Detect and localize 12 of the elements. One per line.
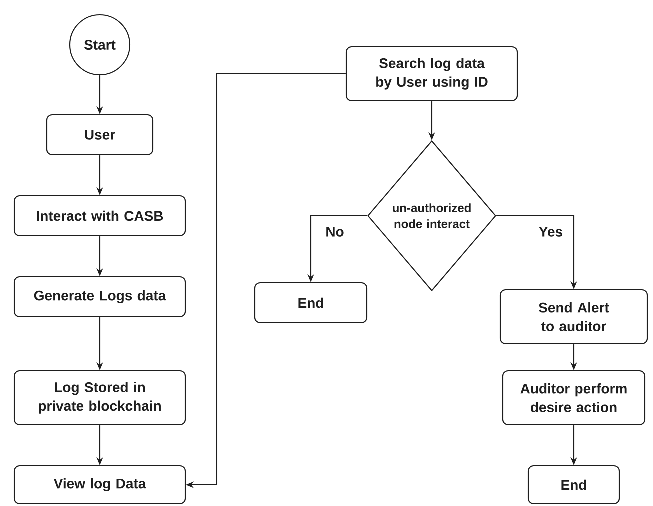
- process-box: Search log data by User using ID: [346, 46, 518, 102]
- process-box: Log Stored in private blockchain: [14, 370, 186, 426]
- process-box: User: [46, 114, 154, 156]
- edge-label: No: [324, 226, 346, 238]
- process-box: Generate Logs data: [14, 276, 186, 318]
- process-box: Auditor perform desire action: [502, 370, 646, 426]
- process-box: View log Data: [14, 465, 186, 505]
- process-box: Interact with CASB: [14, 195, 186, 237]
- terminal-box: End: [254, 282, 368, 324]
- process-box: Send Alert to auditor: [500, 289, 648, 345]
- terminal-box: End: [528, 465, 620, 505]
- edge-label: Yes: [538, 226, 564, 238]
